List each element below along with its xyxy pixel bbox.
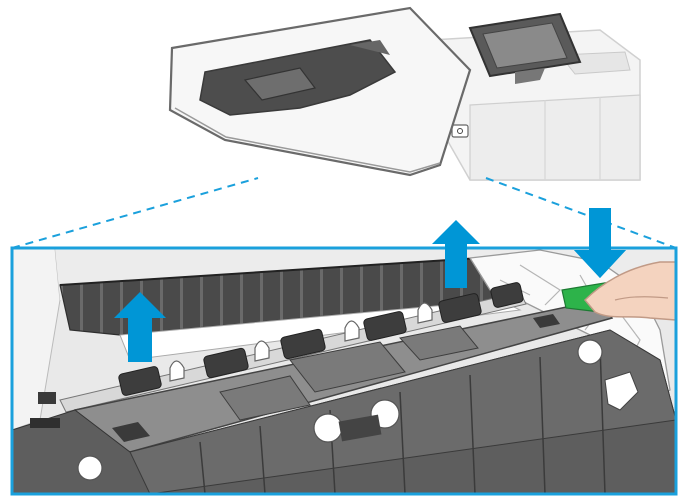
up-arrow-icon <box>432 220 480 288</box>
power-button-icon <box>451 124 469 138</box>
callout-lines <box>11 177 677 249</box>
control-panel-icon <box>468 12 582 84</box>
down-arrow-icon <box>574 208 626 278</box>
detail-frame <box>10 246 678 496</box>
roller-shaft <box>59 282 527 413</box>
up-arrow-icon <box>114 292 166 362</box>
lower-interior <box>12 329 676 494</box>
printer-interior-detail <box>12 248 676 494</box>
printer-exterior <box>168 6 641 181</box>
transfer-plate <box>74 299 614 453</box>
hand-icon <box>561 261 676 321</box>
